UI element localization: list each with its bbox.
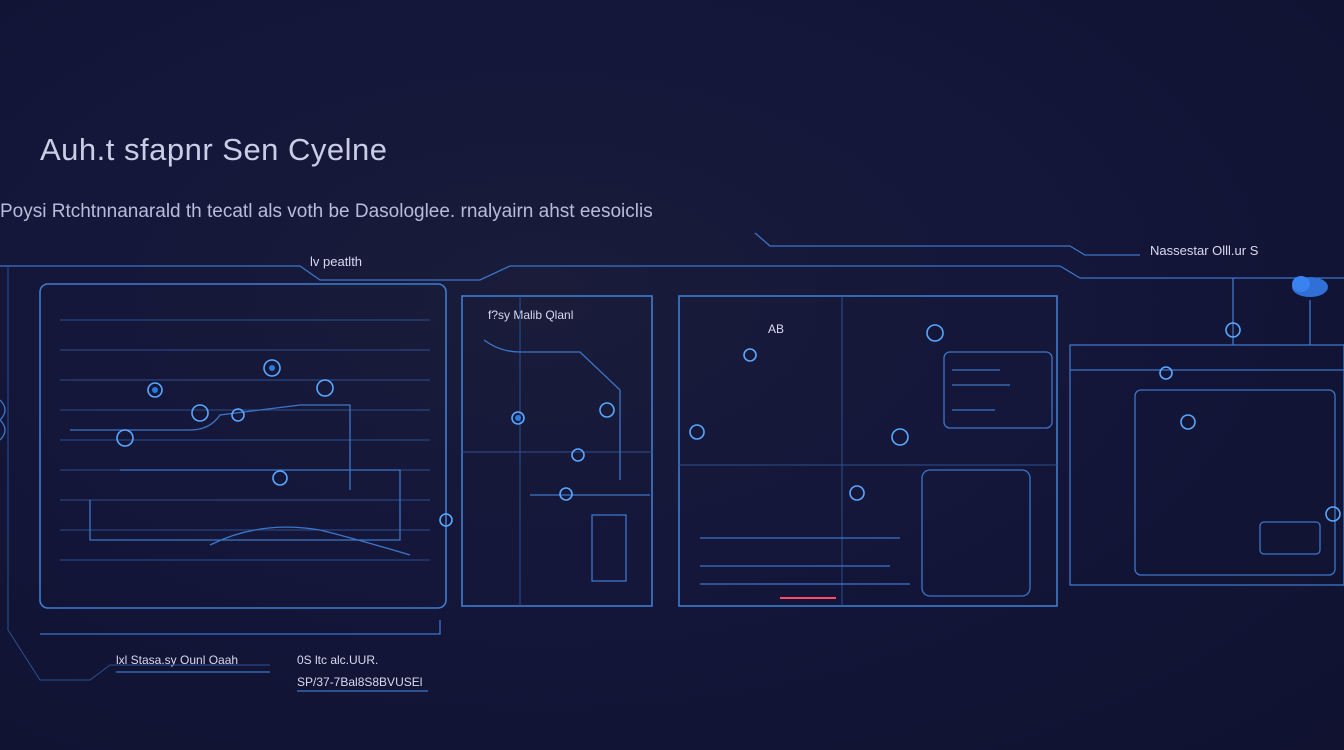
panel-1-trace-b xyxy=(89,469,401,541)
right-frame-outer xyxy=(1069,344,1344,586)
footer-mid-bottom-label: SP/37-7Bal8S8BVUSEl xyxy=(297,675,423,689)
panel-3-node-1 xyxy=(689,424,705,440)
panel-3-label: AB xyxy=(768,322,785,336)
panel-3-node-2 xyxy=(743,348,757,362)
panel-3-node-4 xyxy=(891,428,909,446)
panel-2-label: f?sy Malib Qlanl xyxy=(488,308,574,322)
panel-1-node-4 xyxy=(263,359,281,377)
panel-3-window xyxy=(921,469,1031,597)
panel-3-node-5 xyxy=(849,485,865,501)
panel-2-frame xyxy=(461,295,653,607)
right-frame-inner xyxy=(1134,389,1336,576)
panel-1-glow-1 xyxy=(152,387,158,393)
panel-1-trace-c xyxy=(209,526,411,556)
right-node-4 xyxy=(1325,506,1341,522)
panel-2-node-4 xyxy=(559,487,573,501)
panel-1-node-6 xyxy=(116,429,134,447)
panel-1-frame xyxy=(39,283,447,609)
right-box xyxy=(1259,521,1321,555)
panel-1-node-7 xyxy=(272,470,288,486)
right-node-2 xyxy=(1159,366,1173,380)
panel-1-trace-a xyxy=(70,404,351,490)
right-node-3 xyxy=(1180,414,1196,430)
panel-1-edge-node xyxy=(439,513,453,527)
right-label: Nassestar Olll.ur S xyxy=(1150,243,1259,258)
panel-1-node-1 xyxy=(147,382,163,398)
left-bracket xyxy=(7,266,270,681)
panel-1-label: lv peatlth xyxy=(310,254,363,269)
diagram-subtitle: Poysi Rtchtnnanarald th tecatl als voth … xyxy=(0,201,653,222)
panel-2-glow xyxy=(515,415,521,421)
panel-2-node-3 xyxy=(571,448,585,462)
panel-2-node-1 xyxy=(511,411,525,425)
panel-3-frame xyxy=(678,295,1058,607)
panel-1-node-2 xyxy=(191,404,209,422)
panel-1-glow-2 xyxy=(269,365,275,371)
panel-2-box xyxy=(591,514,627,582)
panel-1-node-5 xyxy=(316,379,334,397)
diagram-title: Auh.t sfapnr Sen Cyelne xyxy=(40,132,388,167)
panel-3-card xyxy=(943,351,1053,429)
cloud-icon xyxy=(1292,276,1328,297)
panel-2-trace-a xyxy=(483,339,621,480)
footer-left-label: lxl Stasa.sy Ounl Oaah xyxy=(116,653,239,667)
right-node-1 xyxy=(1225,322,1241,338)
footer-mid-top-label: 0S ltc alc.UUR. xyxy=(297,653,379,667)
top-connector-main xyxy=(0,265,1344,281)
top-connector-right xyxy=(754,232,1140,256)
panel-1-node-3 xyxy=(231,408,245,422)
bottom-bus xyxy=(40,620,441,635)
panel-2-node-2 xyxy=(599,402,615,418)
panel-1-grid xyxy=(60,319,430,561)
panel-3-node-3 xyxy=(926,324,944,342)
left-wave-glyph xyxy=(0,399,6,441)
